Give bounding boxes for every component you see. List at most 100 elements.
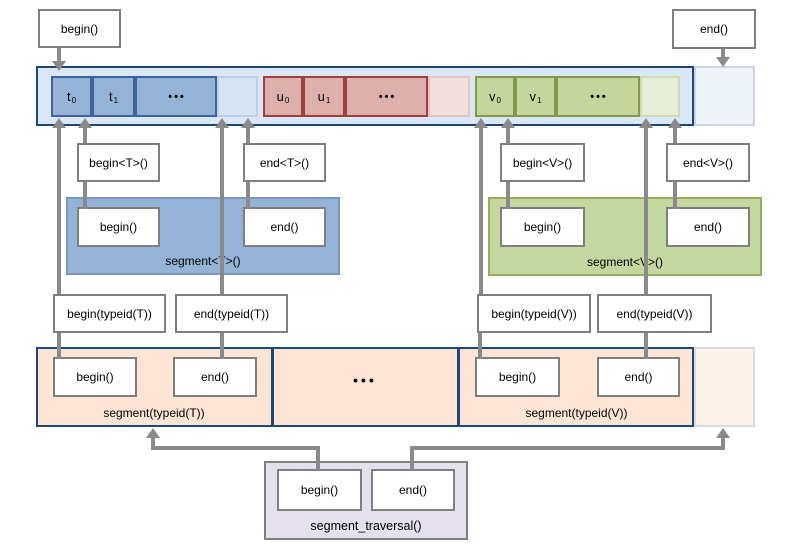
end-typeid-t-label: end(typeid(T)) — [193, 306, 270, 321]
arrow-up-icon — [474, 118, 488, 128]
arrow-up-icon — [215, 118, 229, 128]
begin-typeid-t-label: begin(typeid(T)) — [67, 306, 152, 321]
container-band-end-extension — [694, 66, 755, 126]
begin-typeid-v-arrow-line — [479, 127, 483, 294]
end-t-box: end<T>() — [243, 143, 326, 182]
arrow-up-icon — [501, 118, 515, 128]
segment-v-title: segment<V>() — [586, 255, 664, 269]
end-label: end() — [398, 483, 427, 497]
begin-label: begin() — [76, 370, 114, 384]
connector-line — [644, 333, 648, 359]
arrow-up-icon — [78, 118, 92, 128]
segment-typeid-t-title: segment(typeid(T)) — [103, 406, 205, 420]
end-label: end() — [270, 220, 299, 234]
begin-v-box: begin<V>() — [500, 143, 585, 182]
arrow-up-icon — [668, 118, 682, 128]
end-typeid-t-box: end(typeid(T)) — [175, 294, 288, 333]
segment-v-begin-box: begin() — [500, 207, 585, 247]
end-typeid-v-label: end(typeid(V)) — [616, 306, 693, 321]
traversal-end-elbow — [412, 446, 725, 450]
segment-v-end-box: end() — [666, 207, 750, 247]
segment-typeid-v-title: segment(typeid(V)) — [525, 406, 628, 420]
end-label: end() — [699, 22, 728, 36]
traversal-begin-box: begin() — [277, 469, 362, 511]
arrow-down-icon — [52, 61, 66, 71]
begin-arrow-line — [57, 48, 61, 62]
cell-t0-sub: 0 — [71, 95, 77, 105]
segment-band — [36, 347, 694, 427]
cell-v1-sub: 1 — [537, 95, 542, 105]
segment-traversal-title: segment_traversal() — [310, 519, 422, 533]
end-label: end() — [624, 370, 653, 384]
cell-v-ellipsis: ••• — [556, 76, 640, 117]
end-typeid-v-arrow-line — [644, 127, 648, 294]
begin-label: begin() — [498, 370, 537, 384]
connector-line — [506, 182, 510, 209]
begin-v-label: begin<V>() — [512, 155, 573, 170]
cell-u0-sub: 0 — [284, 95, 290, 105]
ellipsis-dots: ••• — [378, 90, 397, 103]
begin-label: begin() — [300, 483, 339, 497]
end-typeid-t-arrow-line — [220, 127, 224, 294]
arrow-down-icon — [716, 57, 730, 67]
arrow-up-icon — [52, 118, 66, 128]
segment-band-divider — [271, 347, 274, 427]
segment-band-divider — [457, 347, 460, 427]
traversal-end-arrow-line — [721, 437, 725, 450]
end-v-label: end<V>() — [682, 155, 734, 170]
arrow-up-icon — [639, 118, 653, 128]
end-arrow-line — [721, 49, 725, 58]
arrow-up-icon — [241, 118, 255, 128]
cell-u0-base: u — [276, 89, 284, 104]
ellipsis-dots: ••• — [168, 90, 186, 103]
connector-line — [220, 333, 224, 359]
begin-typeid-t-arrow-line — [57, 127, 61, 294]
cell-v1-base: v — [529, 89, 537, 104]
begin-t-box: begin<T>() — [77, 143, 160, 182]
segment-t-title: segment<T>() — [165, 254, 241, 268]
begin-label: begin() — [99, 220, 138, 234]
traversal-begin-arrow-line — [151, 437, 155, 450]
cell-u-ghost — [428, 76, 470, 117]
arrow-up-icon — [146, 428, 160, 438]
cell-v0-sub: 0 — [496, 95, 501, 105]
connector-line — [478, 333, 482, 359]
traversal-end-box: end() — [371, 469, 455, 511]
ellipsis-dots: ••• — [353, 372, 377, 388]
connector-line — [673, 182, 677, 209]
end-v-box: end<V>() — [666, 143, 750, 182]
begin-t-arrow-line — [83, 127, 87, 143]
ellipsis-dots: ••• — [590, 90, 608, 103]
begin-typeid-v-box: begin(typeid(V)) — [477, 294, 591, 333]
cell-v-ghost — [640, 76, 680, 117]
cell-u1-sub: 1 — [325, 95, 331, 105]
segment-typeid-v-begin-box: begin() — [475, 357, 560, 397]
end-label: end() — [693, 220, 722, 234]
end-t-arrow-line — [246, 127, 250, 143]
cell-u-ellipsis: ••• — [345, 76, 428, 117]
end-v-arrow-line — [673, 127, 677, 143]
segment-t-begin-box: begin() — [77, 207, 160, 247]
cell-v0-base: v — [489, 89, 496, 104]
cell-t1-base: t — [108, 89, 113, 104]
segment-band-end-extension — [694, 347, 755, 427]
cell-t-ellipsis: ••• — [135, 76, 217, 117]
connector-line — [246, 182, 250, 209]
segment-typeid-t-end-box: end() — [173, 357, 257, 397]
end-label: end() — [200, 370, 229, 384]
end-box: end() — [672, 9, 756, 49]
cell-t0-base: t — [66, 89, 71, 104]
traversal-begin-stub — [316, 446, 320, 470]
connector-line — [57, 333, 61, 359]
segment-band-ellipsis: ••• — [272, 372, 458, 388]
end-t-label: end<T>() — [259, 155, 310, 170]
segment-t-end-box: end() — [243, 207, 326, 247]
segment-typeid-v-end-box: end() — [597, 357, 680, 397]
